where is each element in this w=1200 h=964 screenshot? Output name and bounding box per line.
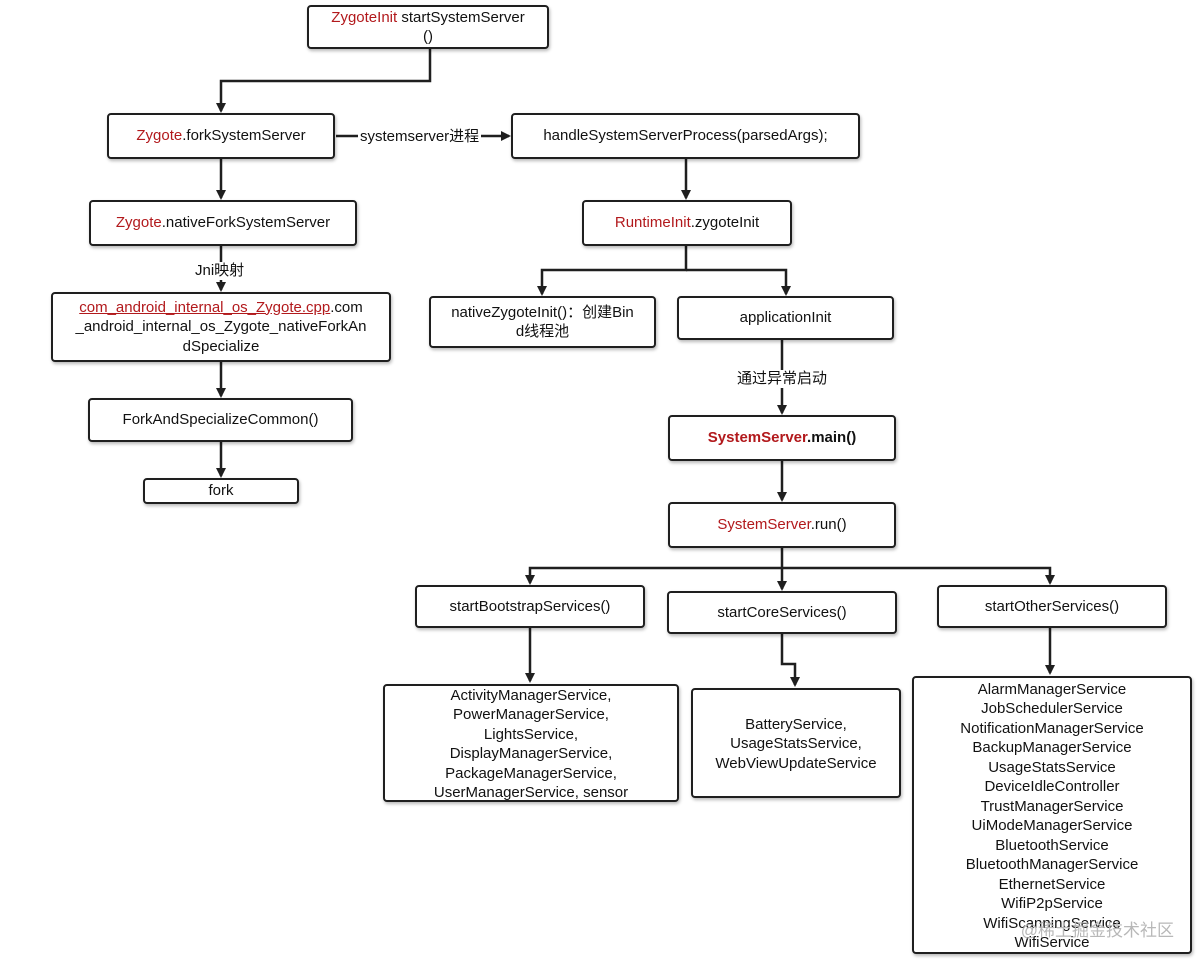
class-name: Zygote xyxy=(136,127,183,145)
zygoteinit-start-system-server-node: ZygoteInit startSystemServer () xyxy=(307,5,549,49)
method-parens: () xyxy=(423,28,433,45)
fork-node: fork xyxy=(143,478,299,504)
jni-cpp-node: com_android_internal_os_Zygote.cpp.com _a… xyxy=(51,292,391,362)
start-other-services-node: startOtherServices() xyxy=(937,585,1167,628)
method-name: .nativeForkSystemServer xyxy=(161,214,331,232)
class-name: SystemServer xyxy=(717,516,811,534)
handle-system-server-process-node: handleSystemServerProcess(parsedArgs); xyxy=(511,113,860,159)
list-item: TrustManagerService xyxy=(980,797,1124,815)
method-name: .run() xyxy=(810,516,847,534)
list-item: BackupManagerService xyxy=(972,739,1132,756)
arrow-core-to-list xyxy=(780,634,800,687)
list-item: NotificationManagerService xyxy=(960,719,1144,737)
node-label: handleSystemServerProcess(parsedArgs); xyxy=(543,127,828,145)
other-services-list: AlarmManagerService JobSchedulerService … xyxy=(912,676,1192,954)
fork-and-specialize-common-node: ForkAndSpecializeCommon() xyxy=(88,398,353,442)
node-label: applicationInit xyxy=(739,309,832,327)
system-server-main-node: SystemServer.main() xyxy=(668,415,896,461)
list-item: WifiP2pService xyxy=(1001,895,1103,912)
edge-label-jni-mapping: Jni映射 xyxy=(193,262,247,280)
cpp-file-name: com_android_internal_os_Zygote.cpp xyxy=(79,298,331,316)
list-item: WifiService xyxy=(1014,934,1090,951)
native-zygote-init-node: nativeZygoteInit()：创建Bin d线程池 xyxy=(429,296,656,348)
list-item: LightsService, xyxy=(483,725,579,743)
system-server-run-node: SystemServer.run() xyxy=(668,502,896,548)
list-item: UserManagerService, sensor xyxy=(433,784,629,801)
list-item: DisplayManagerService, xyxy=(449,745,613,762)
list-item: JobSchedulerService xyxy=(981,700,1123,717)
core-services-list: BatteryService, UsageStatsService, WebVi… xyxy=(691,688,901,798)
list-item: WifiScanningService xyxy=(983,914,1121,932)
class-name: Zygote xyxy=(115,214,162,232)
arrow-runtime-to-native-zygote-init xyxy=(537,246,688,296)
method-name: .zygoteInit xyxy=(690,214,760,232)
node-label: startOtherServices() xyxy=(984,597,1120,615)
node-label: startBootstrapServices() xyxy=(449,597,611,615)
class-name: ZygoteInit xyxy=(331,8,398,26)
cpp-function-name: .com xyxy=(330,298,363,316)
bootstrap-services-list: ActivityManagerService, PowerManagerServ… xyxy=(383,684,679,802)
runtime-init-node: RuntimeInit.zygoteInit xyxy=(582,200,792,246)
cpp-function-name-line3: dSpecialize xyxy=(182,337,260,355)
cpp-function-name-line2: _android_internal_os_Zygote_nativeForkAn xyxy=(75,318,367,336)
list-item: UsageStatsService, xyxy=(730,735,862,753)
fork-system-server-node: Zygote.forkSystemServer xyxy=(107,113,335,159)
list-item: BluetoothManagerService xyxy=(965,856,1139,873)
list-item: AlarmManagerService xyxy=(977,680,1127,698)
method-name: startSystemServer xyxy=(397,8,525,26)
class-name: RuntimeInit xyxy=(614,214,691,232)
class-name: SystemServer xyxy=(707,429,808,447)
list-item: PackageManagerService, xyxy=(445,764,617,782)
arrow-run-to-other xyxy=(782,566,1055,585)
watermark: @稀土掘金技术社区 xyxy=(1020,921,1174,940)
list-item: UiModeManagerService xyxy=(971,817,1133,834)
application-init-node: applicationInit xyxy=(677,296,894,340)
node-label-line2: d线程池 xyxy=(515,323,570,340)
native-fork-system-server-node: Zygote.nativeForkSystemServer xyxy=(89,200,357,246)
list-item: BatteryService, xyxy=(745,715,847,733)
list-item: PowerManagerService, xyxy=(453,706,609,723)
node-label: fork xyxy=(208,482,234,500)
node-label: startCoreServices() xyxy=(717,603,847,621)
edge-label-start-via-exception: 通过异常启动 xyxy=(735,370,830,388)
list-item: BluetoothService xyxy=(995,836,1109,854)
method-name: .forkSystemServer xyxy=(182,127,306,145)
list-item: EthernetService xyxy=(998,875,1106,893)
list-item: DeviceIdleController xyxy=(984,778,1120,795)
list-item: ActivityManagerService, xyxy=(450,686,612,704)
list-item: WebViewUpdateService xyxy=(715,754,877,772)
start-core-services-node: startCoreServices() xyxy=(667,591,897,634)
method-name: .main() xyxy=(807,429,857,447)
node-label-line1: nativeZygoteInit()：创建Bin xyxy=(451,303,634,321)
start-bootstrap-services-node: startBootstrapServices() xyxy=(415,585,645,628)
list-item: UsageStatsService xyxy=(988,758,1116,776)
edge-label-systemserver-process: systemserver进程 xyxy=(358,128,482,146)
node-label: ForkAndSpecializeCommon() xyxy=(122,411,319,429)
arrow-run-to-bootstrap xyxy=(525,548,784,585)
arrow-start-to-fork xyxy=(216,49,432,113)
arrow-runtime-to-application-init xyxy=(686,268,791,296)
